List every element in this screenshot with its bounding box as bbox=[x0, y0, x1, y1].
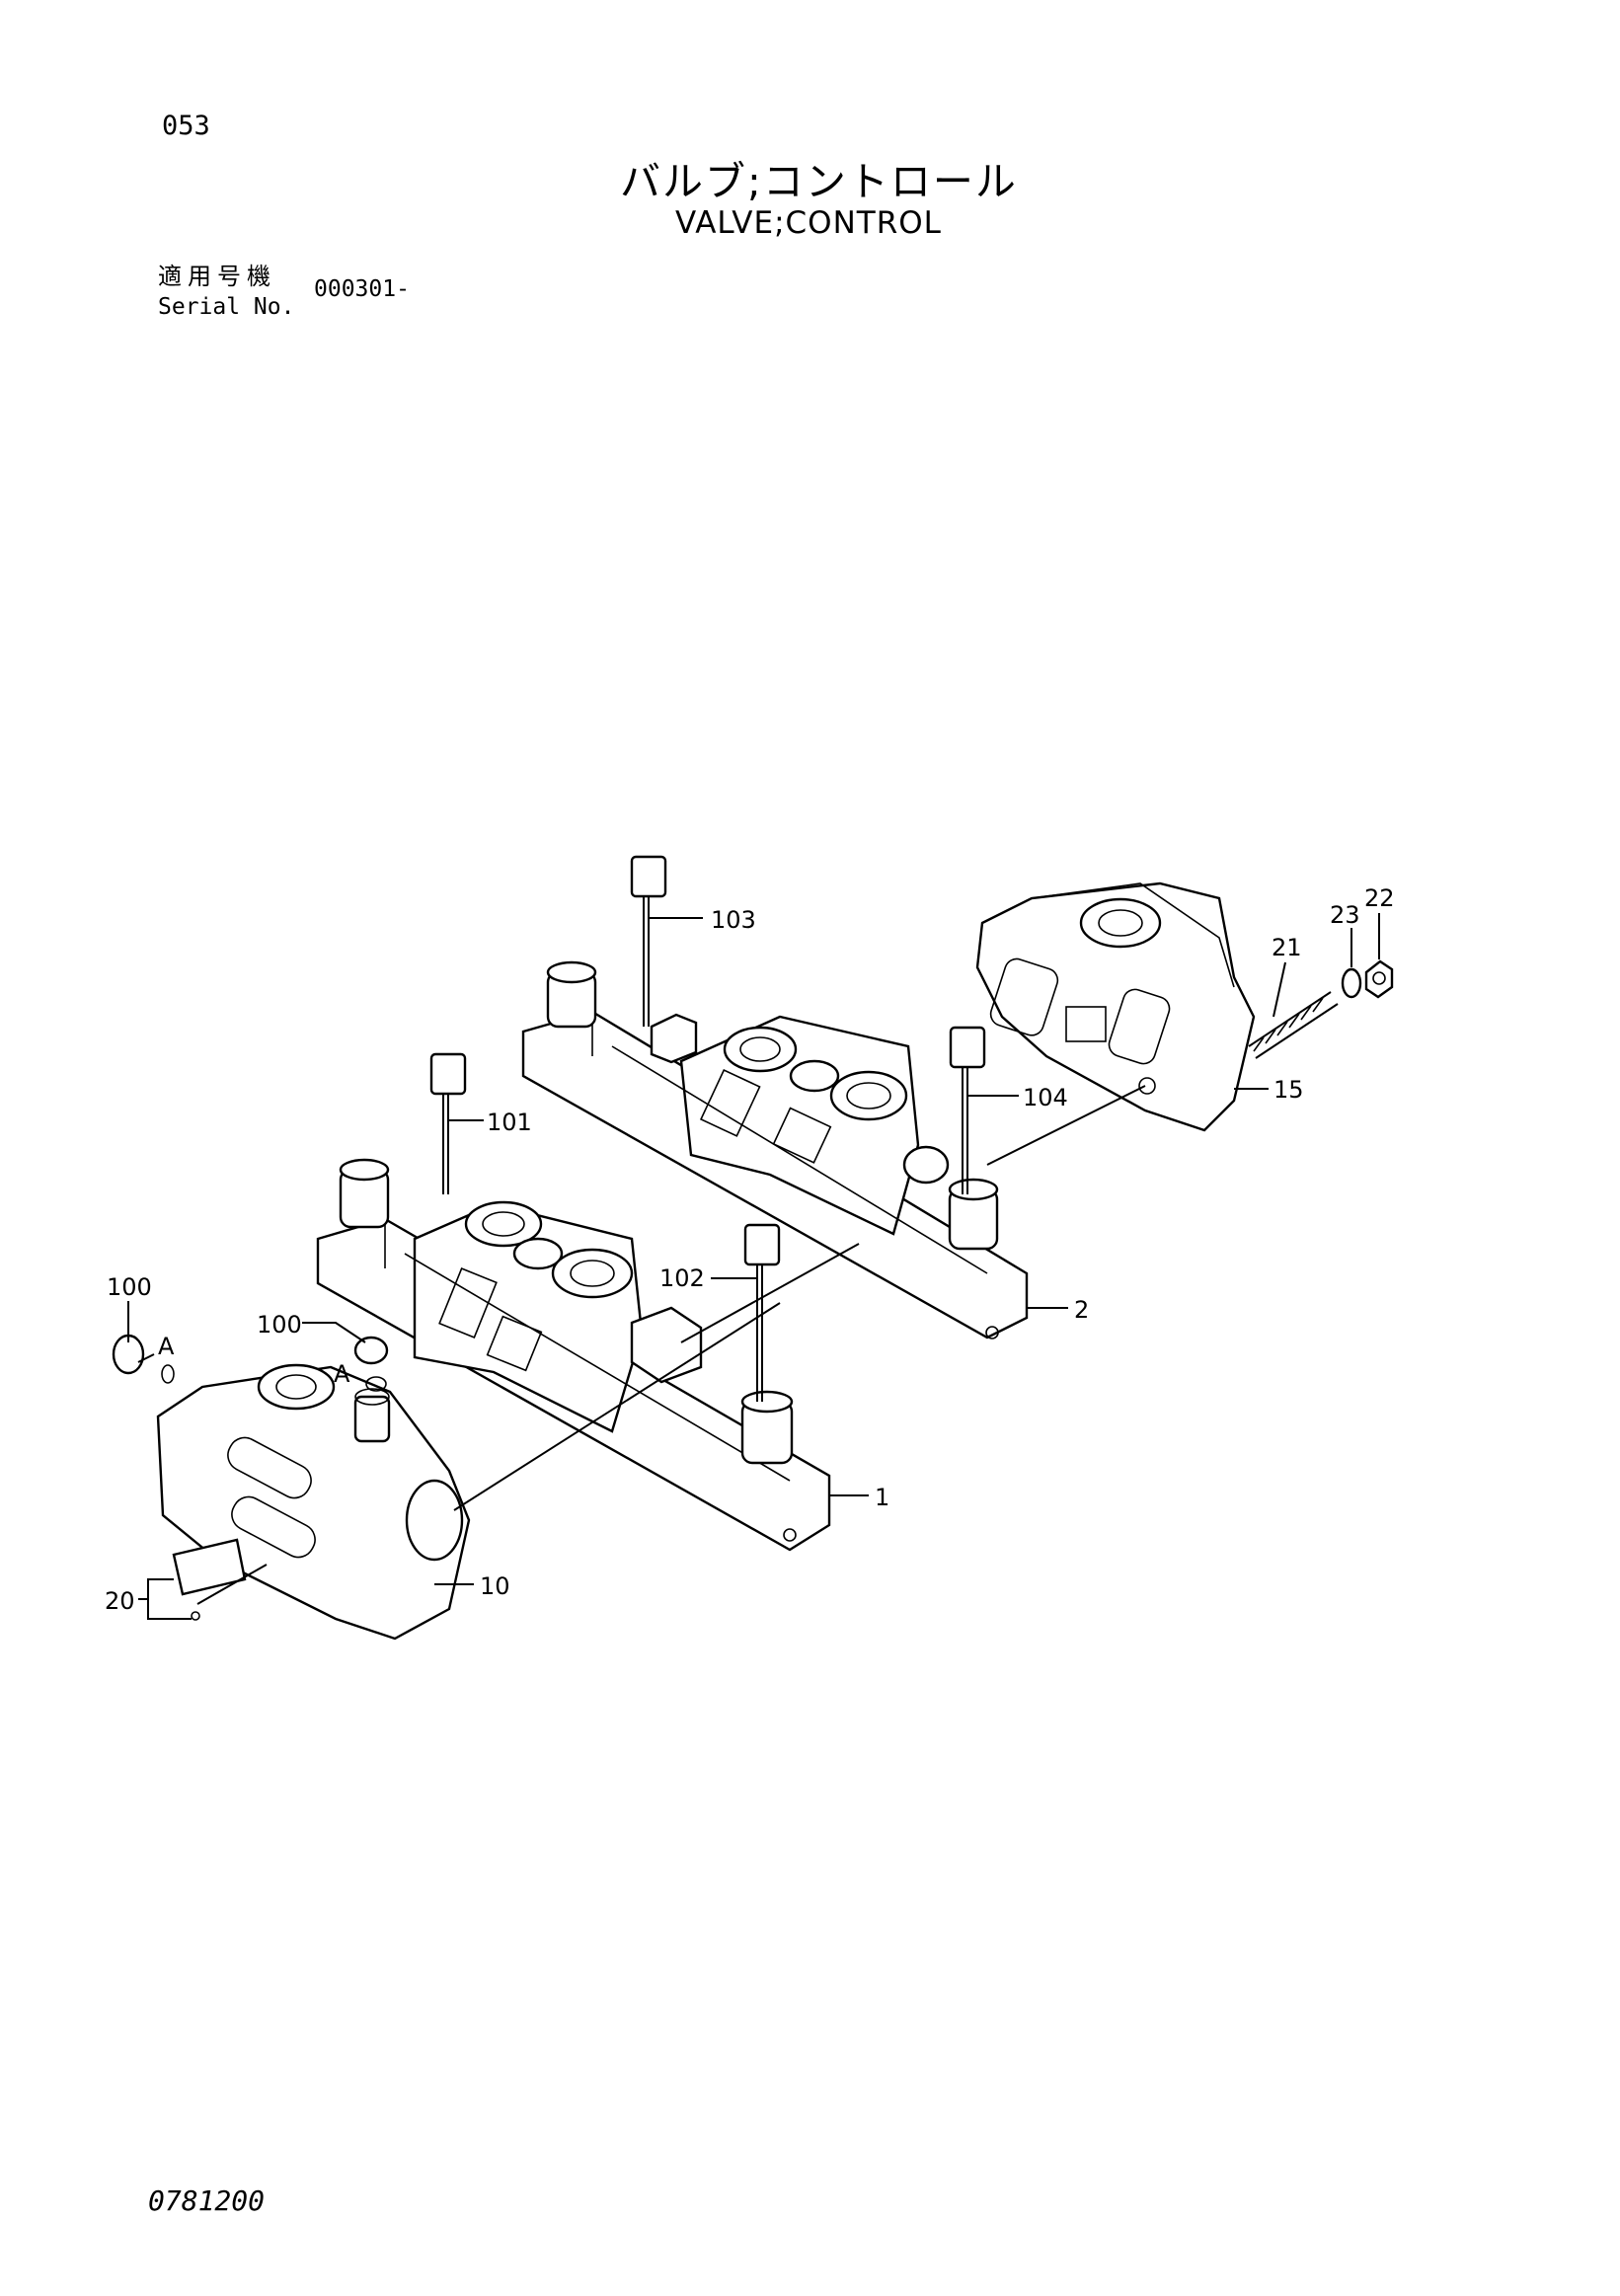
callout-100-center: 100 bbox=[257, 1311, 302, 1339]
callout-101: 101 bbox=[487, 1109, 532, 1136]
valve-section-2 bbox=[521, 960, 1029, 1339]
bolt-21 bbox=[1248, 991, 1339, 1059]
callout-102: 102 bbox=[659, 1264, 705, 1292]
callout-2: 2 bbox=[1074, 1296, 1089, 1324]
assembly-line bbox=[986, 1085, 1146, 1166]
serial-number-value: 000301- bbox=[314, 276, 410, 302]
serial-label-english: Serial No. bbox=[158, 294, 295, 320]
washer-23 bbox=[1341, 967, 1362, 999]
callout-104: 104 bbox=[1023, 1084, 1068, 1111]
callout-20: 20 bbox=[105, 1587, 135, 1615]
callout-22: 22 bbox=[1364, 884, 1395, 912]
end-plate-15 bbox=[975, 881, 1256, 1132]
connector-104 bbox=[949, 1026, 986, 1194]
document-code: 0781200 bbox=[148, 2184, 266, 2217]
assembly-line bbox=[196, 1564, 268, 1605]
valve-section-1 bbox=[316, 1158, 831, 1552]
page-title-english: VALVE;CONTROL bbox=[675, 205, 942, 241]
callout-100-left: 100 bbox=[107, 1273, 152, 1301]
page-number: 053 bbox=[162, 111, 210, 141]
callout-a-left: A bbox=[158, 1333, 175, 1360]
callout-a-center: A bbox=[334, 1360, 350, 1388]
nut-22 bbox=[1364, 959, 1394, 999]
page-title-japanese: バルブ;コントロール bbox=[620, 158, 1018, 205]
end-cover-10 bbox=[156, 1363, 471, 1641]
connector-103 bbox=[630, 855, 667, 1027]
callout-103: 103 bbox=[711, 906, 756, 934]
nameplate-20 bbox=[172, 1538, 247, 1621]
assembly-line bbox=[680, 1243, 860, 1343]
connector-102 bbox=[743, 1223, 781, 1402]
plug-100-center bbox=[353, 1336, 389, 1392]
serial-label-japanese: 適用号機 bbox=[158, 263, 276, 290]
callout-10: 10 bbox=[480, 1572, 510, 1600]
callout-23: 23 bbox=[1330, 901, 1360, 929]
callout-15: 15 bbox=[1273, 1076, 1304, 1104]
callout-1: 1 bbox=[875, 1484, 889, 1511]
callout-21: 21 bbox=[1272, 934, 1302, 961]
assembly-line bbox=[453, 1302, 781, 1511]
connector-101 bbox=[429, 1052, 467, 1194]
